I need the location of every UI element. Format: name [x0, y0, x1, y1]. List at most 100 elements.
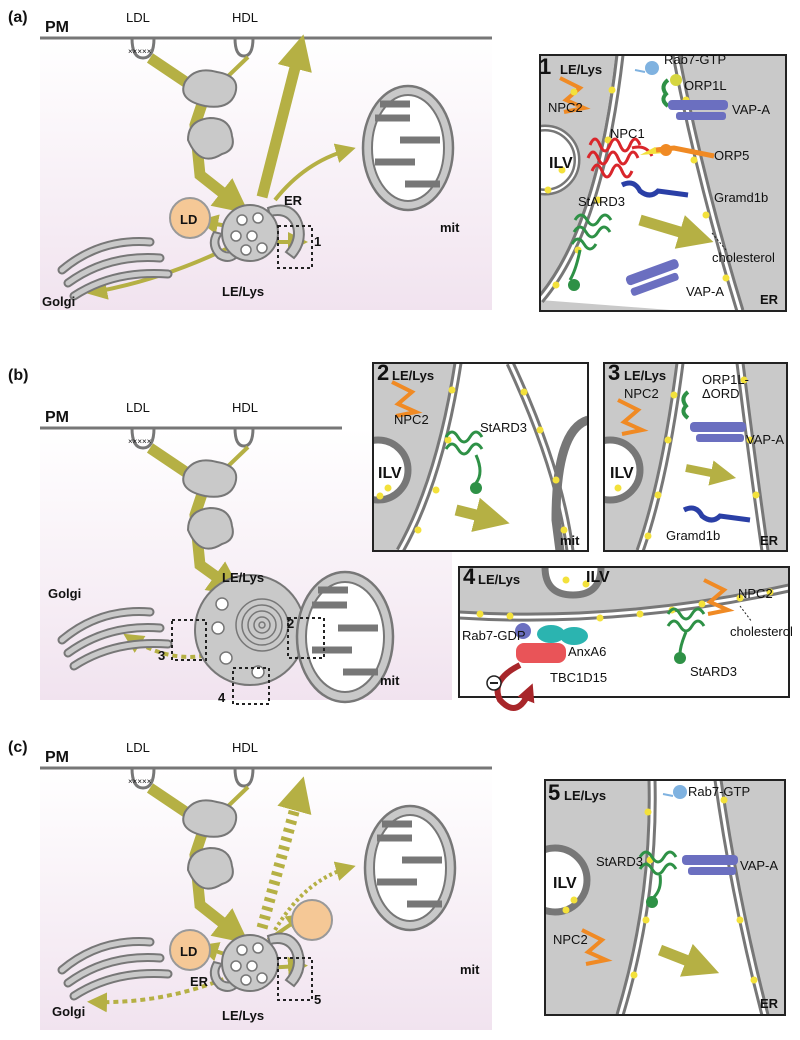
cholesterol-leader-4	[739, 605, 753, 623]
npc2-protein-3	[617, 398, 649, 436]
inset-1: 1 LE/Lys NPC2 ILV NPC1 StARD3 Rab7-GTP O…	[539, 52, 787, 312]
pm-label-c: PM	[45, 749, 69, 766]
vapa-protein-3	[690, 422, 746, 442]
ldl-pit-icon-c	[130, 767, 156, 790]
stard3-protein-5	[638, 850, 678, 899]
stard3-start-domain	[568, 279, 580, 291]
lipid-droplet-c2	[291, 899, 333, 941]
inset-4-marker-label: 4	[218, 690, 226, 705]
hdl-label-c: HDL	[232, 740, 258, 755]
rab7-gtp-protein-5	[662, 785, 687, 799]
golgi-apparatus	[57, 237, 173, 301]
tbc1d15-inhibition-arrow	[494, 662, 535, 711]
hdl-label: HDL	[232, 10, 258, 25]
orp1l-dord-label-a: ORP1L-	[702, 372, 749, 387]
stard3-protein-2	[444, 430, 484, 484]
stard3-label-4: StARD3	[690, 664, 737, 679]
er-label-inset-1: ER	[760, 292, 779, 307]
rab7gdp-label: Rab7-GDP	[462, 628, 526, 643]
multilamellar-body	[235, 598, 289, 652]
early-endosome-c2	[186, 846, 234, 890]
inset-2-marker-box	[287, 617, 325, 659]
cholesterol-label-1: cholesterol	[712, 250, 775, 265]
orp1l-protein	[661, 74, 682, 108]
inset-3-marker-box	[171, 619, 207, 661]
rab7-gdp-complex	[515, 623, 588, 663]
panel-c-label: (c)	[8, 739, 28, 756]
mit-label: mit	[440, 220, 460, 235]
intraluminal-vesicles-c	[230, 942, 268, 986]
panel-a: (a) PM LDL HDL ××××× LD ER	[8, 9, 492, 310]
npc2-label-4: NPC2	[738, 586, 773, 601]
inset-5-number: 5	[548, 780, 560, 805]
ldl-coat-icon-b: ×××××	[128, 437, 152, 446]
intraluminal-vesicles-b	[211, 597, 265, 679]
vapa-label-3: VAP-A	[746, 432, 784, 447]
ld-label: LD	[180, 212, 197, 227]
inset-5-marker-label: 5	[314, 992, 321, 1007]
panel-b: (b) PM LDL HDL ××××× Golgi LE	[8, 367, 452, 705]
npc2-protein	[559, 76, 591, 114]
npc2-label-2: NPC2	[394, 412, 429, 427]
vapa-protein-top	[668, 100, 728, 120]
orp5-protein	[655, 144, 715, 159]
early-endosome-b2	[186, 506, 234, 550]
ilv-label-5: ILV	[553, 875, 577, 892]
lipid-droplet-c	[169, 929, 211, 971]
orp1l-dord-label-b: ΔORD	[702, 386, 740, 401]
inset-2-number: 2	[377, 360, 389, 385]
hdl-pit-icon-c	[233, 767, 255, 788]
cholesterol-dots-2	[376, 386, 568, 534]
er-label-inset-5: ER	[760, 996, 779, 1011]
golgi-apparatus-c	[57, 937, 173, 1001]
npc1-cholesterol	[640, 147, 665, 155]
inset-4-marker-box	[232, 667, 270, 705]
vapa-label-5: VAP-A	[740, 858, 778, 873]
inset-2-transport-arrow	[454, 497, 510, 532]
cholesterol-dots-3	[614, 376, 760, 540]
panel-c: (c) PM LDL HDL ××××× LD ER	[8, 739, 492, 1030]
ldl-label: LDL	[126, 10, 150, 25]
hdl-pit-icon-b	[233, 427, 255, 448]
lelys-label: LE/Lys	[222, 284, 264, 299]
inset-3-title: LE/Lys	[624, 368, 666, 383]
mitochondrion	[361, 84, 455, 212]
ldl-label-c: LDL	[126, 740, 150, 755]
ld-label-c: LD	[180, 944, 197, 959]
early-endosome-c1	[182, 799, 238, 838]
inset-5-transport-arrow	[657, 943, 720, 977]
golgi-label-b: Golgi	[48, 586, 81, 601]
npc2-label-1: NPC2	[548, 100, 583, 115]
er-label-inset-3: ER	[760, 533, 779, 548]
npc2-label-3: NPC2	[624, 386, 659, 401]
mit-label-b: mit	[380, 673, 400, 688]
early-endosome-1	[182, 69, 238, 108]
lelys-label-b: LE/Lys	[222, 570, 264, 585]
panel-b-label: (b)	[8, 367, 28, 384]
anxa6-label: AnxA6	[568, 644, 606, 659]
vapa-label-1: VAP-A	[732, 102, 770, 117]
npc2-protein-2	[391, 380, 423, 418]
early-endosome-2	[186, 116, 234, 160]
intraluminal-vesicles	[230, 212, 268, 256]
inset-3-number: 3	[608, 360, 620, 385]
stard3-protein	[568, 213, 613, 281]
hdl-pit-icon	[233, 37, 255, 58]
npc1-protein	[586, 137, 654, 179]
mit-label-inset-2: mit	[560, 533, 580, 548]
inset-2-title: LE/Lys	[392, 368, 434, 383]
gramd1b-protein	[620, 180, 689, 198]
er-label-c: ER	[190, 974, 209, 989]
golgi-label: Golgi	[42, 294, 75, 309]
inset-5-marker-box	[277, 957, 313, 1001]
stard3-label-1: StARD3	[578, 194, 625, 209]
inset-3-transport-arrow	[685, 460, 737, 486]
orp5-label: ORP5	[714, 148, 749, 163]
rab7gtp-label-1: Rab7-GTP	[664, 52, 726, 67]
vapa-protein-bottom	[625, 259, 679, 296]
er-fragment	[266, 204, 305, 260]
npc1-label: NPC1	[610, 126, 645, 141]
inset-5-title: LE/Lys	[564, 788, 606, 803]
inset-4-title: LE/Lys	[478, 572, 520, 587]
